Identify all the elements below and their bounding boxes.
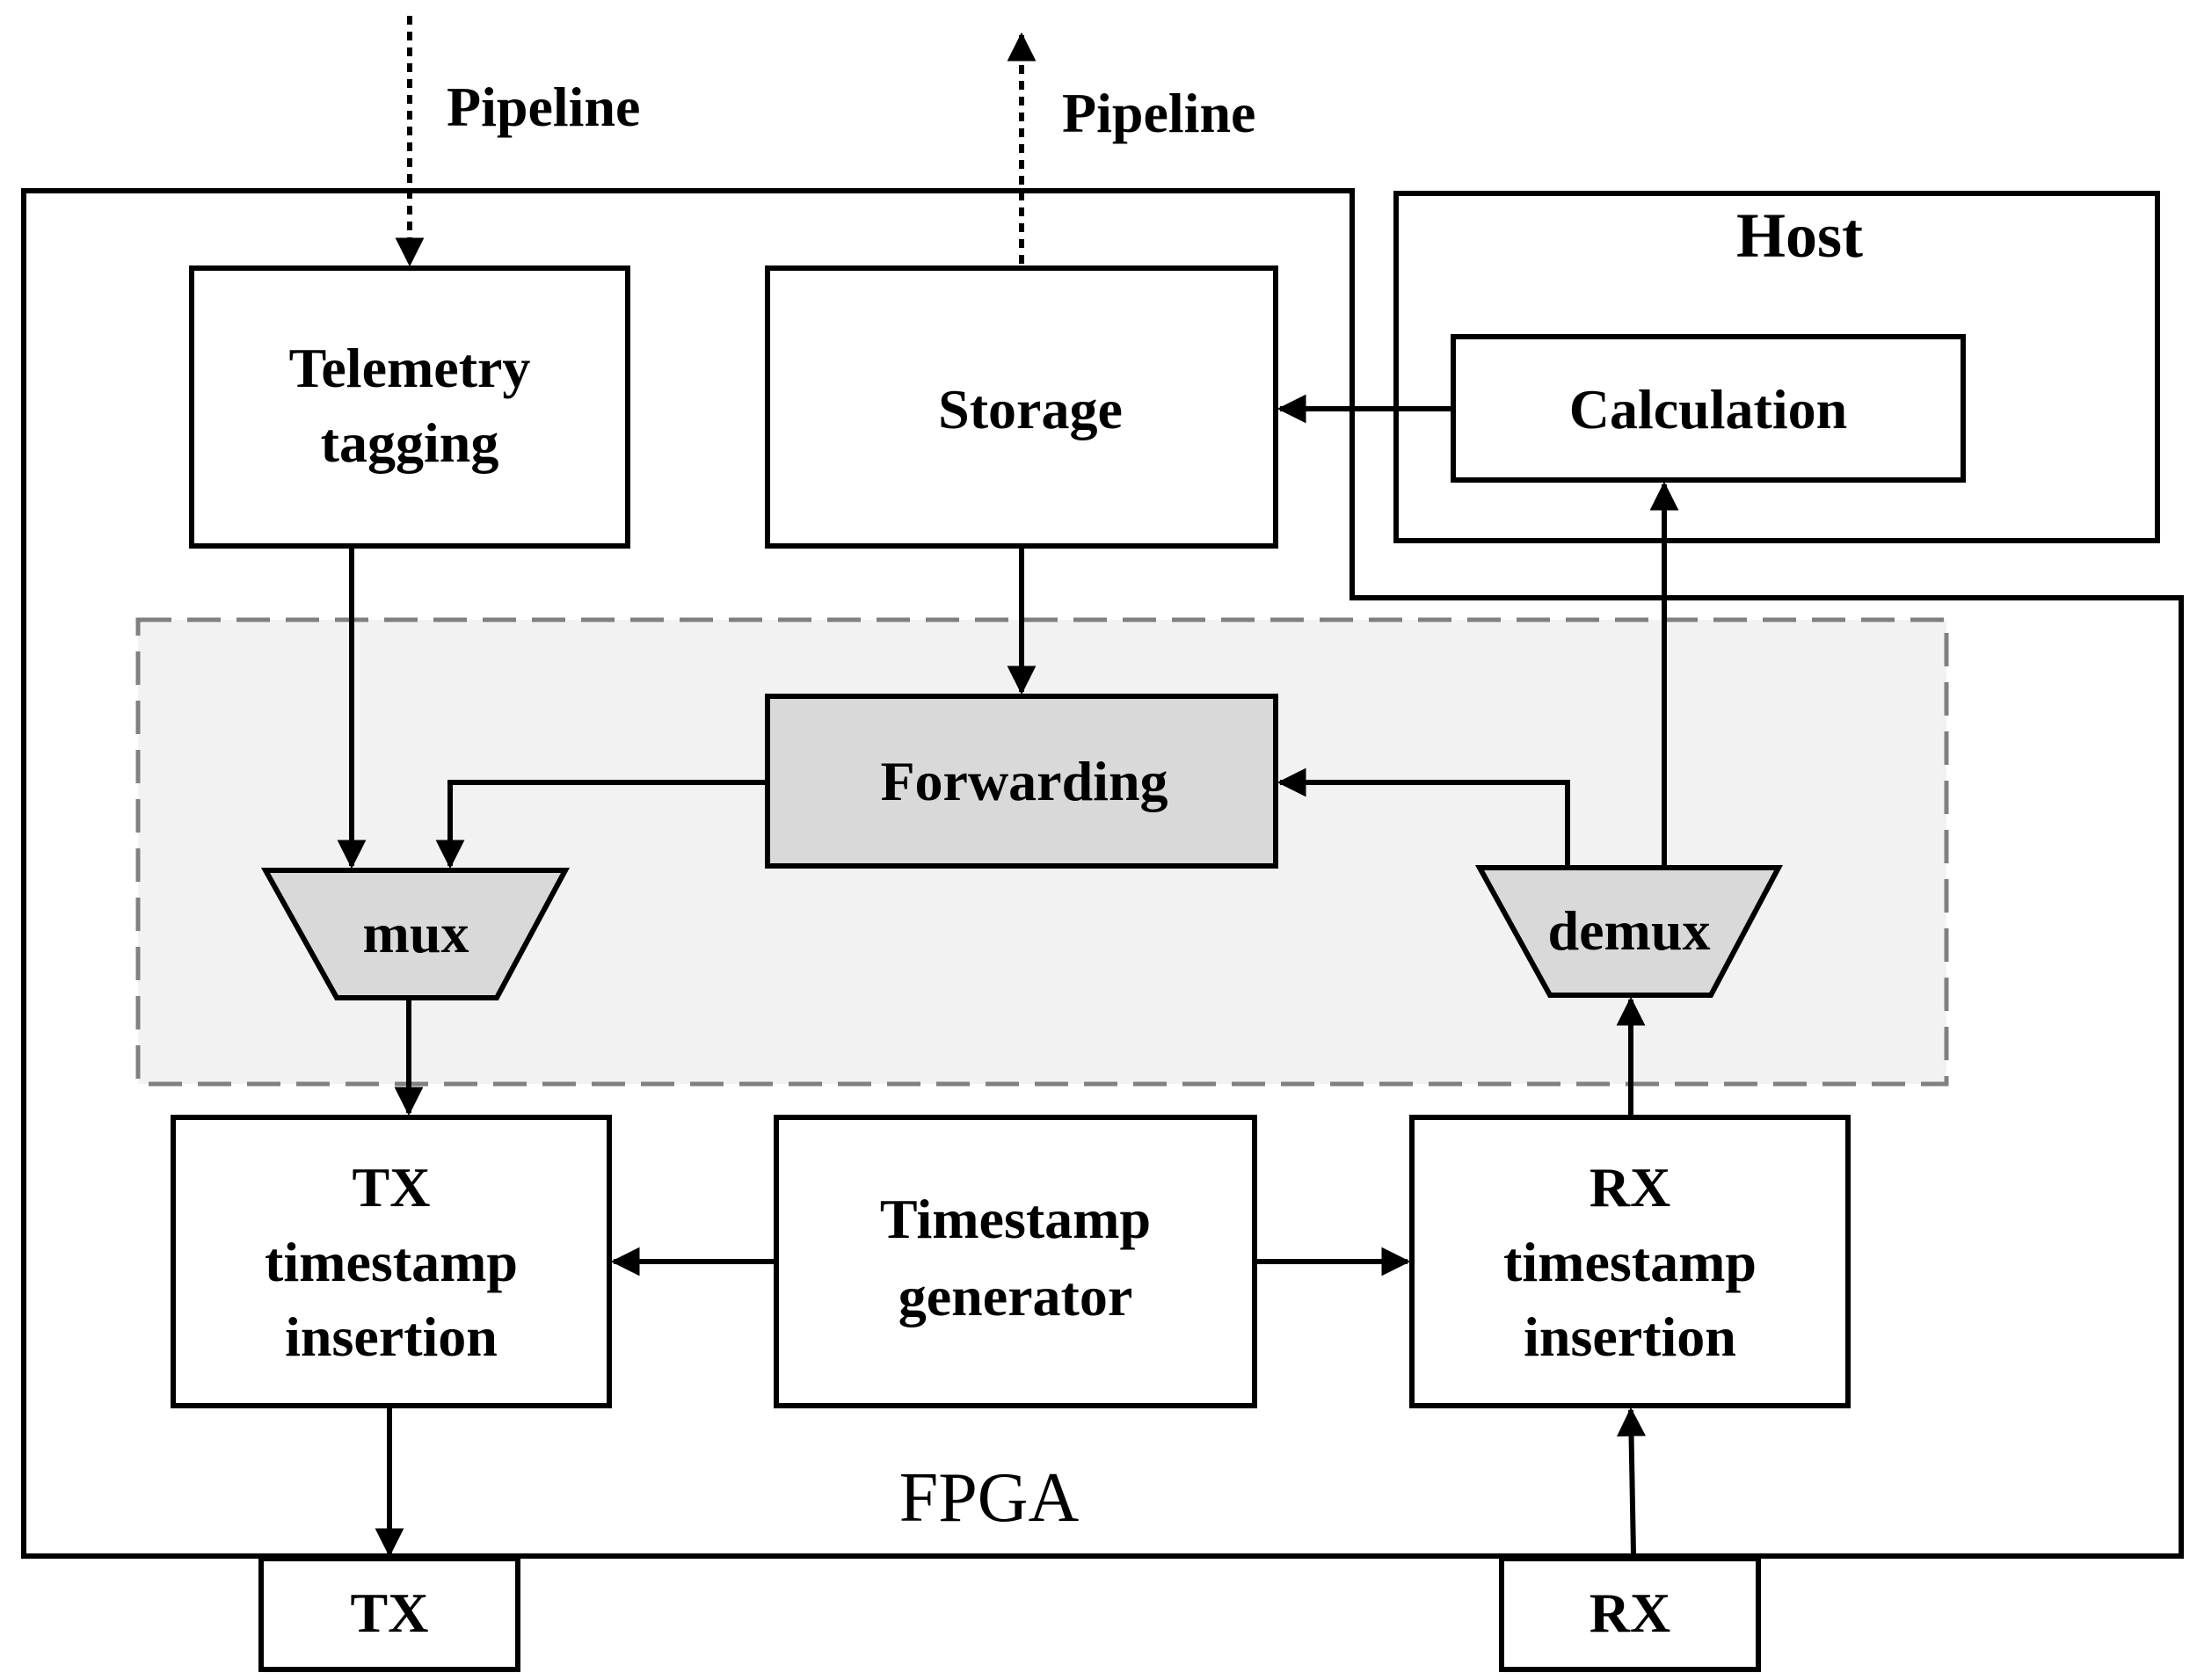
rx-port-to-rx-ts-arrow <box>1617 1407 1647 1555</box>
fpga-boundary <box>21 188 2184 1559</box>
calculation-block <box>1451 334 1966 483</box>
telemetry-label-line2: tagging <box>321 411 499 474</box>
rx-ts-label-line1: RX <box>1590 1156 1670 1218</box>
fpga-label: FPGA <box>899 1459 1080 1537</box>
rx-ts-label-line3: insertion <box>1524 1305 1736 1368</box>
tx-ts-label-line3: insertion <box>285 1305 498 1368</box>
rx-ts-label-line2: timestamp <box>1503 1231 1757 1293</box>
demux-block <box>1474 865 1783 998</box>
pipeline-in-label: Pipeline <box>447 76 640 138</box>
storage-label: Storage <box>938 378 1123 440</box>
forwarding-to-mux-arrow <box>435 780 767 869</box>
tx-ts-label-line1: TX <box>353 1156 431 1218</box>
tx-ts-label-line2: timestamp <box>265 1231 518 1293</box>
demux-to-forwarding-arrow <box>1277 767 1570 866</box>
ts-gen-label-line1: Timestamp <box>880 1188 1151 1250</box>
timestamp-generator-block <box>774 1115 1257 1408</box>
mux-block <box>260 868 571 1000</box>
rx-timestamp-insertion-block <box>1409 1115 1851 1408</box>
ts-gen-label-line2: generator <box>898 1265 1133 1327</box>
telemetry-label-line1: Telemetry <box>289 337 531 399</box>
rx-port <box>1499 1556 1761 1672</box>
storage-block <box>765 265 1278 549</box>
calculation-label: Calculation <box>1569 378 1847 440</box>
host-label: Host <box>1736 200 1863 271</box>
pipeline-out-label: Pipeline <box>1062 82 1255 144</box>
rx-port-label: RX <box>1590 1582 1670 1644</box>
forwarding-label: Forwarding <box>880 750 1168 812</box>
telemetry-tagging-block <box>189 265 630 549</box>
demux-label: demux <box>1548 899 1711 962</box>
tx-timestamp-insertion-block <box>171 1115 612 1408</box>
mux-label: mux <box>363 902 469 964</box>
tx-port-label: TX <box>351 1582 429 1644</box>
tx-port <box>258 1556 520 1672</box>
